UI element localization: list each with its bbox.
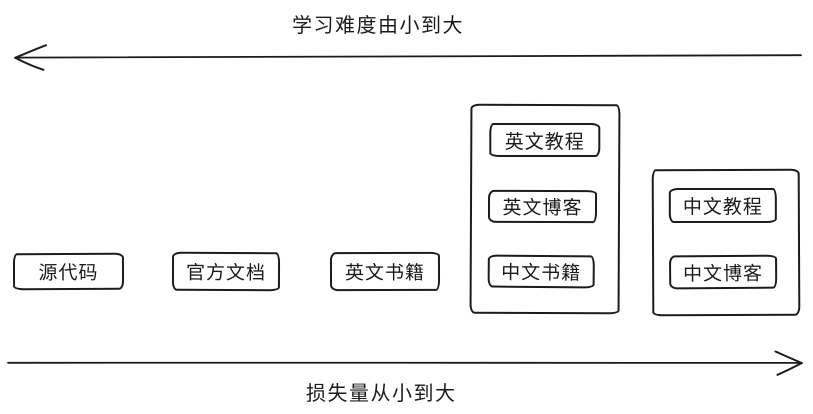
node-chinese-books: 中文书籍 <box>487 254 595 289</box>
node-english-books: 英文书籍 <box>329 251 441 292</box>
node-label: 英文教程 <box>504 131 585 153</box>
node-official-docs: 官方文档 <box>171 251 281 292</box>
node-english-tutorial: 英文教程 <box>489 122 601 157</box>
difficulty-axis-label: 学习难度由小到大 <box>292 15 464 37</box>
difficulty-axis-arrow-left <box>14 44 802 71</box>
node-label: 中文书籍 <box>501 262 582 285</box>
node-chinese-blog: 中文博客 <box>669 254 778 290</box>
node-label: 英文书籍 <box>344 262 426 285</box>
node-source-code: 源代码 <box>12 252 125 291</box>
node-label: 源代码 <box>38 262 99 285</box>
node-chinese-tutorial: 中文教程 <box>668 188 777 224</box>
node-label: 官方文档 <box>185 262 267 285</box>
group-chinese-resources: 中文教程 中文博客 <box>651 168 801 317</box>
node-label: 中文教程 <box>682 197 763 219</box>
group-english-resources: 英文教程 英文博客 中文书籍 <box>469 103 621 315</box>
node-label: 中文博客 <box>683 263 764 285</box>
node-label: 英文博客 <box>502 197 583 220</box>
loss-axis-arrow-right <box>7 350 803 376</box>
loss-axis-label: 损失量从小到大 <box>306 383 457 405</box>
node-english-blog: 英文博客 <box>487 189 598 224</box>
